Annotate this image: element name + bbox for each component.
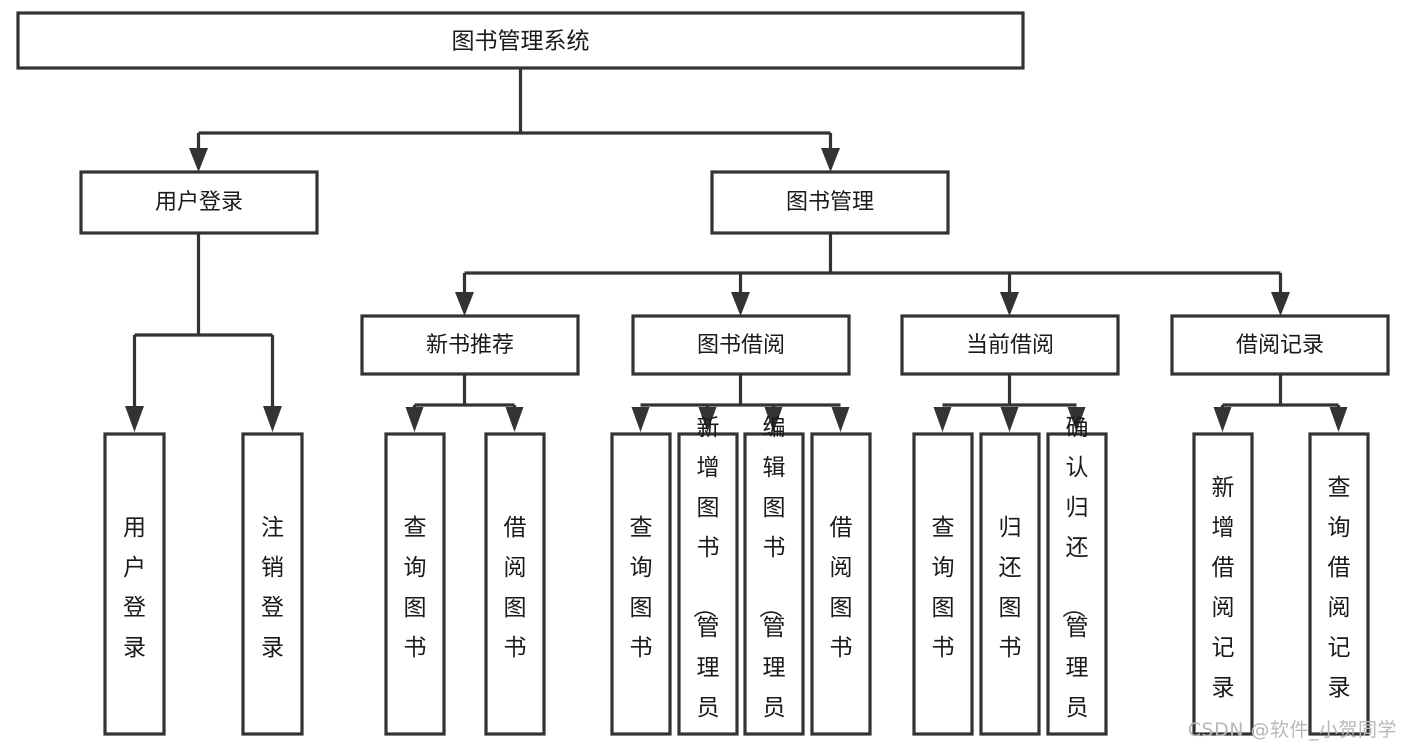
arrow-head-borrow-3	[764, 407, 783, 432]
leaf-book-borrow-1[interactable]: 查询图书	[610, 432, 672, 736]
leaf-current-borrow-1[interactable]: 查询图书	[912, 432, 974, 736]
leaf-current-borrow-3-box[interactable]	[1046, 432, 1108, 736]
leaf-borrow-record-2-label: 查询借阅记录	[1328, 475, 1351, 701]
node-new-book-recommend-box[interactable]	[360, 314, 580, 376]
arrow-head-userlogin-1	[125, 406, 144, 432]
node-root-label: 图书管理系统	[452, 29, 590, 55]
arrow-head-level3-4	[1271, 292, 1290, 316]
connector-layer	[125, 68, 1348, 432]
leaf-book-borrow-3-box[interactable]	[743, 432, 805, 736]
leaf-book-borrow-3-label: 编辑图书（管理员）	[757, 415, 786, 747]
node-new-book-recommend-label: 新书推荐	[426, 333, 514, 358]
arrow-head-level2-1	[189, 148, 208, 172]
arrow-head-borrow-2	[698, 407, 717, 432]
leaf-book-borrow-4[interactable]: 借阅图书	[810, 432, 872, 736]
leaf-user-login-2[interactable]: 注销登录	[241, 432, 304, 736]
arrow-head-current-3	[1067, 407, 1086, 432]
leaf-current-borrow-2-box[interactable]	[979, 432, 1041, 736]
node-book-borrow-box[interactable]	[631, 314, 851, 376]
leaf-book-borrow-4-box[interactable]	[810, 432, 872, 736]
arrow-head-record-1	[1213, 407, 1232, 432]
leaf-borrow-record-1[interactable]: 新增借阅记录	[1192, 432, 1254, 736]
leaf-borrow-record-2-box[interactable]	[1308, 432, 1370, 736]
arrow-head-userlogin-2	[263, 406, 282, 432]
node-book-management-box[interactable]	[710, 170, 950, 235]
leaf-new-book-2-box[interactable]	[484, 432, 546, 736]
node-new-book-recommend[interactable]: 新书推荐	[360, 314, 580, 376]
arrow-head-record-2	[1329, 407, 1348, 432]
arrow-head-current-2	[1000, 407, 1019, 432]
leaf-current-borrow-1-box[interactable]	[912, 432, 974, 736]
leaf-new-book-1-label: 查询图书	[404, 515, 427, 661]
node-user-login-box[interactable]	[79, 170, 319, 235]
node-root[interactable]: 图书管理系统	[16, 11, 1025, 70]
leaf-new-book-2-label: 借阅图书	[504, 515, 527, 661]
leaf-book-borrow-2-box[interactable]	[677, 432, 739, 736]
node-root-box[interactable]	[16, 11, 1025, 70]
leaf-current-borrow-2-label: 归还图书	[999, 515, 1022, 661]
leaf-borrow-record-1-label: 新增借阅记录	[1212, 475, 1235, 701]
arrow-head-newbook-1	[405, 407, 424, 432]
leaf-borrow-record-2[interactable]: 查询借阅记录	[1308, 432, 1370, 736]
leaf-book-borrow-3[interactable]: 编辑图书（管理员）	[743, 415, 805, 747]
arrow-head-borrow-4	[831, 407, 850, 432]
leaf-book-borrow-2-label: 新增图书（管理员）	[691, 415, 720, 747]
node-book-borrow[interactable]: 图书借阅	[631, 314, 851, 376]
leaf-book-borrow-1-label: 查询图书	[630, 515, 653, 661]
leaf-user-login-1-label: 用户登录	[123, 515, 146, 661]
leaf-borrow-record-1-box[interactable]	[1192, 432, 1254, 736]
node-book-management[interactable]: 图书管理	[710, 170, 950, 235]
leaf-book-borrow-4-label: 借阅图书	[830, 515, 853, 661]
leaf-new-book-1-box[interactable]	[384, 432, 446, 736]
leaf-user-login-1-box[interactable]	[103, 432, 166, 736]
arrow-head-borrow-1	[631, 407, 650, 432]
node-user-login[interactable]: 用户登录	[79, 170, 319, 235]
node-current-borrow[interactable]: 当前借阅	[900, 314, 1120, 376]
leaf-user-login-1[interactable]: 用户登录	[103, 432, 166, 736]
leaf-new-book-1[interactable]: 查询图书	[384, 432, 446, 736]
leaf-book-borrow-1-box[interactable]	[610, 432, 672, 736]
node-book-management-label: 图书管理	[786, 190, 874, 215]
leaf-new-book-2[interactable]: 借阅图书	[484, 432, 546, 736]
arrow-head-level3-3	[1000, 292, 1019, 316]
leaf-user-login-2-label: 注销登录	[261, 515, 284, 661]
node-current-borrow-box[interactable]	[900, 314, 1120, 376]
arrow-head-level3-2	[731, 292, 750, 316]
arrow-head-level2-2	[821, 148, 840, 172]
leaf-current-borrow-2[interactable]: 归还图书	[979, 432, 1041, 736]
arrow-head-current-1	[933, 407, 952, 432]
node-book-borrow-label: 图书借阅	[697, 333, 785, 358]
leaf-current-borrow-1-label: 查询图书	[932, 515, 955, 661]
node-borrow-record-box[interactable]	[1170, 314, 1390, 376]
leaf-user-login-2-box[interactable]	[241, 432, 304, 736]
node-borrow-record[interactable]: 借阅记录	[1170, 314, 1390, 376]
arrow-head-level3-1	[455, 292, 474, 316]
arrow-head-newbook-2	[505, 407, 524, 432]
node-borrow-record-label: 借阅记录	[1236, 333, 1324, 358]
node-current-borrow-label: 当前借阅	[966, 333, 1054, 358]
node-user-login-label: 用户登录	[155, 190, 243, 215]
leaf-current-borrow-3-label: 确认归还（管理员）	[1060, 415, 1089, 747]
leaf-book-borrow-2[interactable]: 新增图书（管理员）	[677, 415, 739, 747]
leaf-current-borrow-3[interactable]: 确认归还（管理员）	[1046, 415, 1108, 747]
